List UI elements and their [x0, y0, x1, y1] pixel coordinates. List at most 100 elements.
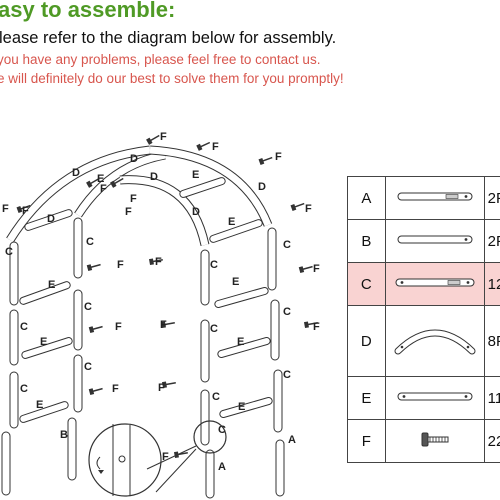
part-label-d: D: [150, 171, 158, 183]
part-letter: C: [347, 262, 386, 306]
part-label-e: E: [48, 279, 55, 291]
part-label-f: F: [313, 263, 320, 275]
part-label-f: F: [117, 259, 124, 271]
instruction-text: lease refer to the diagram below for ass…: [0, 29, 337, 47]
part-label-c: C: [210, 323, 218, 335]
part-label-c: C: [218, 424, 226, 436]
page-title: asy to assemble:: [0, 0, 176, 22]
vertical-tube: [9, 241, 19, 306]
short-straight-tube-icon: [397, 392, 473, 401]
part-quantity: 11: [483, 376, 500, 420]
part-label-e: E: [228, 216, 235, 228]
part-label-d: D: [258, 181, 266, 193]
parts-table: A 2P B 2P C: [347, 176, 500, 463]
part-label-f: F: [2, 203, 9, 215]
vertical-tube: [67, 417, 77, 481]
part-label-f: F: [100, 183, 107, 195]
vertical-tube: [9, 309, 19, 366]
screw-icon: [88, 325, 103, 334]
part-label-f: F: [158, 382, 165, 394]
arch-tube: [75, 151, 166, 217]
screw-icon: [146, 134, 160, 145]
screw-icon: [110, 177, 124, 188]
screw-icon: [160, 321, 175, 329]
part-label-c: C: [86, 236, 94, 248]
part-letter: B: [347, 219, 386, 263]
screw-icon: [173, 451, 188, 459]
arch-tube: [7, 146, 151, 242]
screw-icon: [258, 156, 273, 165]
part-quantity: 8P: [483, 305, 500, 377]
part-label-c: C: [283, 369, 291, 381]
cross-tube: [179, 177, 226, 198]
part-quantity: 2P: [483, 219, 500, 263]
part-label-c: C: [84, 361, 92, 373]
parts-row-a: A 2P: [347, 176, 500, 220]
screw-icon: [303, 321, 318, 329]
parts-row-d: D 8P: [347, 305, 500, 377]
long-tube-with-end-hole-icon: [397, 192, 473, 201]
part-label-f: F: [212, 141, 219, 153]
vertical-tube: [200, 319, 210, 383]
part-label-c: C: [283, 306, 291, 318]
vertical-tube: [1, 431, 11, 496]
vertical-tube: [270, 299, 280, 361]
part-label-f: F: [125, 206, 132, 218]
vertical-tube: [73, 289, 83, 351]
arch-tubes: [1, 145, 285, 499]
part-label-c: C: [283, 239, 291, 251]
part-label-f: F: [162, 451, 169, 463]
vertical-tube: [200, 249, 210, 306]
vertical-tube: [73, 354, 83, 413]
tube-with-holes-icon: [395, 278, 475, 287]
part-label-f: F: [305, 203, 312, 215]
part-label-f: F: [112, 383, 119, 395]
parts-row-f: F 22: [347, 419, 500, 463]
part-label-e: E: [237, 336, 244, 348]
part-label-f: F: [130, 193, 137, 205]
part-label-d: D: [72, 167, 80, 179]
arch-tube: [149, 146, 272, 227]
part-label-c: C: [5, 246, 13, 258]
part-label-e: E: [97, 173, 104, 185]
cross-tube: [21, 337, 73, 359]
part-letter: F: [347, 419, 386, 463]
part-letter: E: [347, 376, 386, 420]
part-letter: A: [347, 176, 386, 220]
part-label-f: F: [275, 151, 282, 163]
screw-icon: [290, 202, 305, 211]
cross-tube: [19, 401, 69, 423]
screw-icon: [161, 381, 176, 389]
part-label-d: D: [192, 206, 200, 218]
part-label-d: D: [130, 153, 138, 165]
vertical-tube: [73, 217, 83, 279]
part-label-f: F: [160, 131, 167, 143]
part-quantity: 22: [483, 419, 500, 463]
vertical-tube: [205, 449, 215, 499]
part-label-c: C: [20, 383, 28, 395]
part-quantity: 12: [483, 262, 500, 306]
vertical-tube: [200, 389, 210, 446]
arch-tube: [119, 176, 209, 246]
part-label-b: B: [60, 429, 68, 441]
curved-arch-tube-icon: [394, 329, 476, 355]
part-label-e: E: [40, 336, 47, 348]
part-label-f: F: [115, 321, 122, 333]
part-label-d: D: [47, 213, 55, 225]
vertical-tube: [275, 439, 285, 497]
vertical-tube: [267, 227, 277, 291]
contact-note: you have any problems, please feel free …: [0, 52, 321, 67]
part-label-f: F: [160, 319, 167, 331]
cross-tube: [24, 209, 73, 231]
part-label-c: C: [212, 391, 220, 403]
parts-row-e: E 11: [347, 376, 500, 420]
part-label-c: C: [20, 321, 28, 333]
part-label-f: F: [313, 321, 320, 333]
detail-circle-large: [88, 423, 162, 497]
vertical-tube: [273, 369, 283, 433]
screw-icon: [148, 258, 163, 266]
parts-row-c: C 12: [347, 262, 500, 306]
screw-icon: [16, 204, 31, 213]
screw-icon: [421, 432, 449, 447]
